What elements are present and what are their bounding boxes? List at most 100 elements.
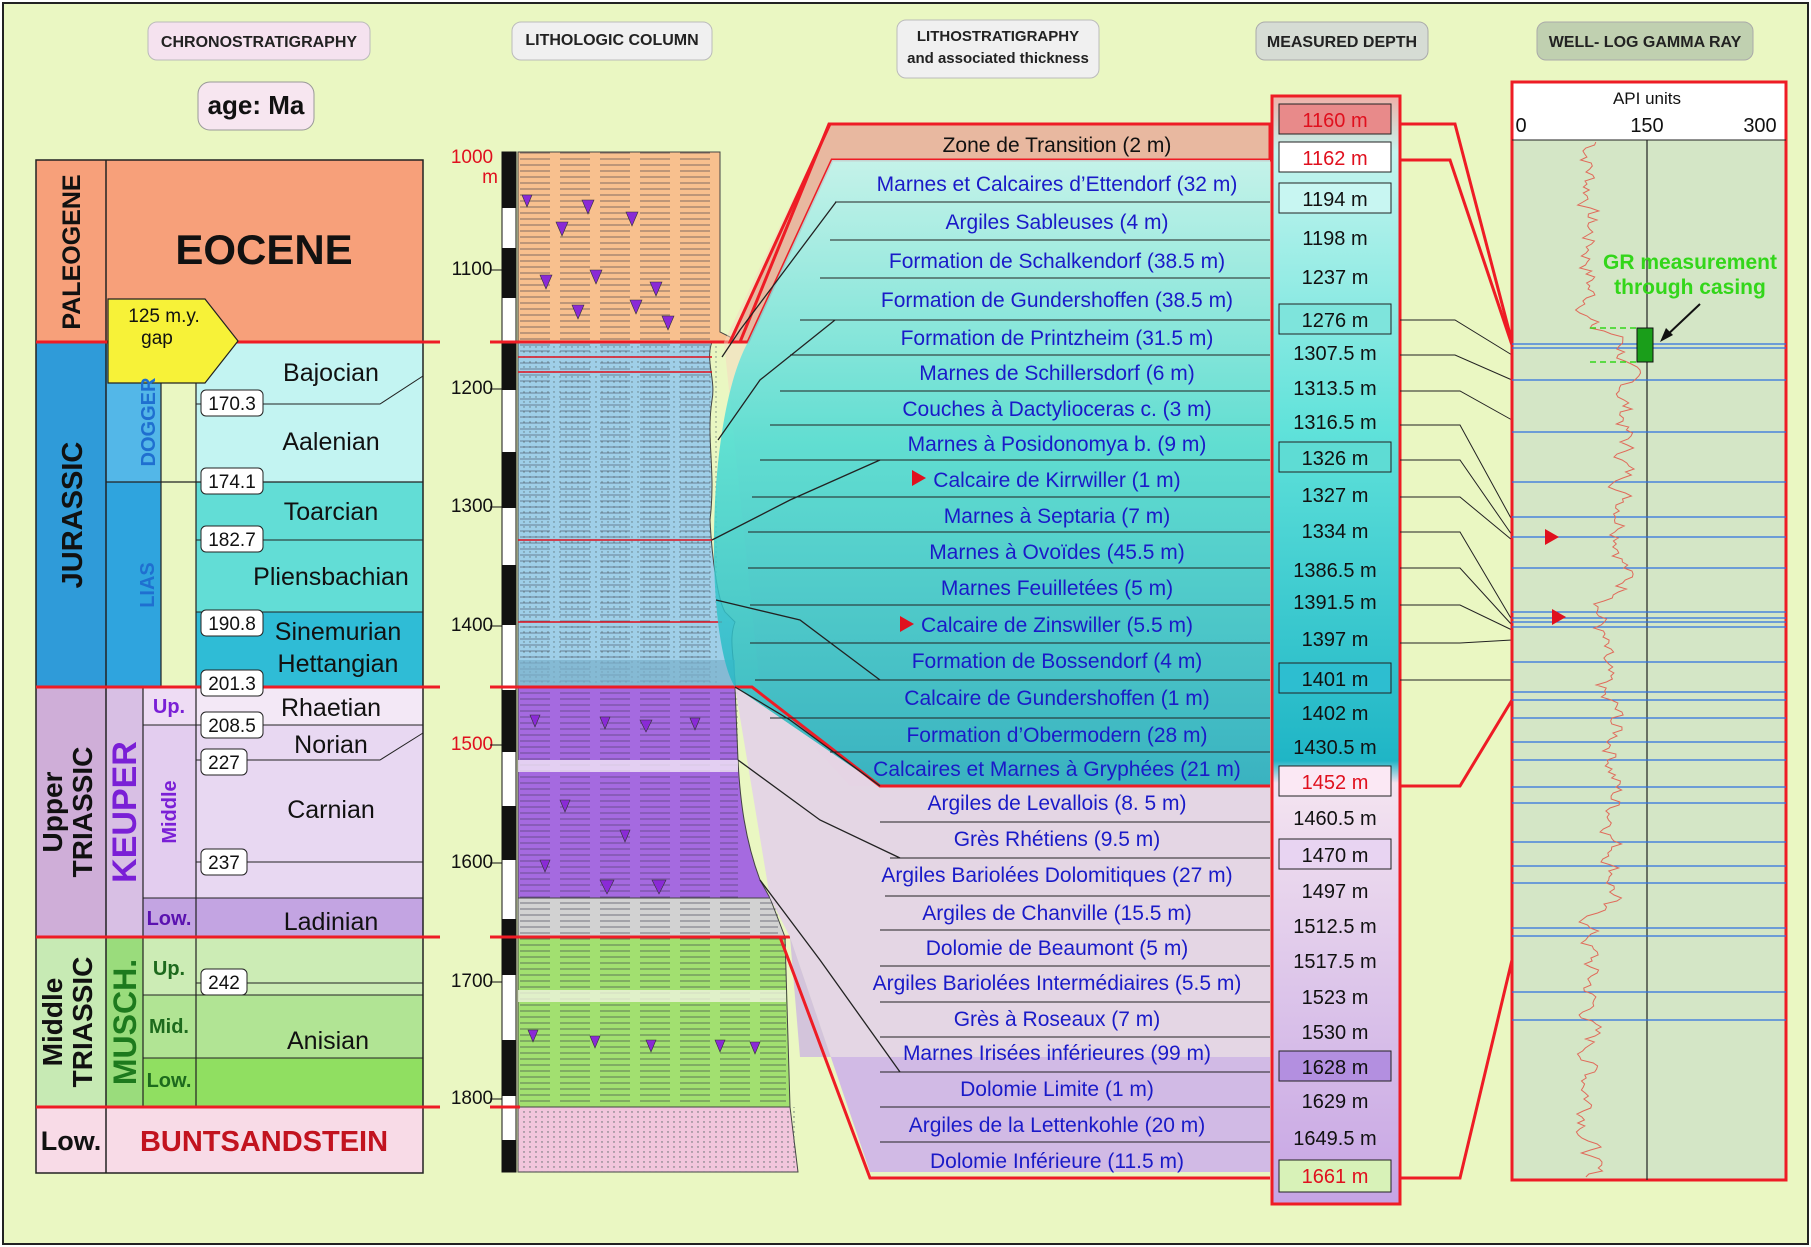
gamma-connectors <box>1400 122 1514 1180</box>
svg-text:208.5: 208.5 <box>208 716 256 737</box>
gamma-ray-header: WELL- LOG GAMMA RAY <box>1536 21 1754 61</box>
gap-label-2: gap <box>141 328 173 349</box>
depth-value: 1517.5 m <box>1293 951 1376 973</box>
annotation-arrow-icon <box>1660 328 1673 342</box>
stage-norian: Norian <box>294 731 368 759</box>
upper-triassic-cell <box>36 687 106 937</box>
depth-value: 1327 m <box>1302 485 1369 507</box>
depth-tick-1000: 1000 <box>451 147 493 168</box>
depth-value: 1629 m <box>1302 1091 1369 1113</box>
age-box-227: 227 <box>200 748 248 776</box>
musch-mid-cell <box>143 995 196 1058</box>
stage-aalenian: Aalenian <box>282 428 379 456</box>
depth-tick-1200: 1200 <box>451 378 493 399</box>
depth-value: 1334 m <box>1302 521 1369 543</box>
formation-label: Couches à Dactylioceras c. (3 m) <box>902 398 1211 421</box>
formation-label: Dolomie de Beaumont (5 m) <box>926 937 1189 960</box>
chronostratigraphy-column: 125 m.y. gap PALEOGENE JURASSIC Upper TR… <box>35 159 440 1174</box>
system-low: Low. <box>41 1126 102 1156</box>
gamma-marker-zinswiller-icon <box>1552 609 1566 625</box>
formation-label: Formation de Printzheim (31.5 m) <box>901 327 1214 350</box>
depth-value: 1460.5 m <box>1293 808 1376 830</box>
svg-text:CHRONOSTRATIGRAPHY: CHRONOSTRATIGRAPHY <box>161 34 357 51</box>
depth-value: 1237 m <box>1302 267 1369 289</box>
age-box-190-8: 190.8 <box>200 609 264 637</box>
musch-up-cell <box>143 937 196 995</box>
depth-value: 1661 m <box>1302 1166 1369 1188</box>
series-eocene: EOCENE <box>175 226 352 273</box>
depth-tick-1800: 1800 <box>451 1088 493 1109</box>
svg-text:WELL- LOG GAMMA RAY: WELL- LOG GAMMA RAY <box>1549 34 1742 51</box>
paleogene-cell <box>36 160 106 342</box>
measured-depth-header: MEASURED DEPTH <box>1255 21 1429 61</box>
age-box-182-7: 182.7 <box>200 525 264 553</box>
system-paleogene: PALEOGENE <box>58 174 86 329</box>
subseries-up: Up. <box>153 696 185 718</box>
formation-label: Grès à Roseaux (7 m) <box>954 1008 1161 1031</box>
series-keuper: KEUPER <box>106 741 144 883</box>
lithostratigraphy-header: LITHOSTRATIGRAPHY and associated thickne… <box>896 19 1100 79</box>
subseries-musch-low: Low. <box>147 1070 192 1092</box>
age-label: age: Ma <box>197 81 315 131</box>
depth-tick-1100: 1100 <box>452 259 493 280</box>
formation-label: Marnes Irisées inférieures (99 m) <box>903 1042 1211 1065</box>
chrono-header: CHRONOSTRATIGRAPHY <box>147 21 371 61</box>
series-buntsandstein: BUNTSANDSTEIN <box>140 1126 388 1158</box>
formation-label: Formation de Bossendorf (4 m) <box>912 650 1203 673</box>
depth-value: 1470 m <box>1302 845 1369 867</box>
gamma-tick-0: 0 <box>1515 115 1526 137</box>
keuper-up-cell <box>143 687 196 725</box>
svg-text:and associated thickness: and associated thickness <box>907 50 1089 67</box>
formation-label: Formation d’Obermodern (28 m) <box>906 724 1207 747</box>
formation-label: Zone de Transition (2 m) <box>943 134 1172 157</box>
depth-value: 1530 m <box>1302 1022 1369 1044</box>
formation-label: Marnes et Calcaires d’Ettendorf (32 m) <box>877 173 1238 196</box>
musch-cell <box>106 937 143 1107</box>
formation-label: Calcaire de Kirrwiller (1 m) <box>933 469 1180 492</box>
gamma-ray-panel: API units 0 150 300 GR measurement throu… <box>1510 80 1788 1182</box>
measured-depth-column: 1160 m 1162 m 1194 m 1198 m 1237 m 1276 … <box>1270 94 1402 1206</box>
gr-annotation-line1: GR measurement <box>1603 251 1777 274</box>
jurassic-cell <box>36 342 106 687</box>
formation-label: Argiles Sableuses (4 m) <box>946 211 1169 234</box>
system-middle: Middle <box>37 978 68 1067</box>
depth-value: 1397 m <box>1302 629 1369 651</box>
formation-label: Calcaires et Marnes à Gryphées (21 m) <box>873 758 1241 781</box>
formation-label: Argiles de Chanville (15.5 m) <box>922 902 1192 925</box>
system-triassic-upper: TRIASSIC <box>67 747 98 878</box>
depth-value: 1276 m <box>1302 310 1369 332</box>
depth-value: 1194 m <box>1302 189 1367 211</box>
depth-scale: 1000 m 1100 1200 1300 1400 1500 1600 170… <box>451 147 517 1173</box>
system-jurassic: JURASSIC <box>57 442 89 589</box>
stage-toarcian: Toarcian <box>284 498 379 526</box>
gamma-marker-kirrwiller-icon <box>1545 529 1559 545</box>
gr-annotation-line2: through casing <box>1614 276 1766 299</box>
svg-text:237: 237 <box>208 853 240 874</box>
stage-sinemurian: Sinemurian <box>275 618 401 646</box>
subseries-middle: Middle <box>159 780 181 843</box>
gamma-tick-300: 300 <box>1743 115 1776 137</box>
svg-text:242: 242 <box>208 973 240 994</box>
depth-value: 1313.5 m <box>1293 378 1376 400</box>
depth-value: 1497 m <box>1302 881 1369 903</box>
age-box-170-3: 170.3 <box>200 389 264 417</box>
age-box-201-3: 201.3 <box>200 669 264 697</box>
depth-value: 1430.5 m <box>1293 737 1376 759</box>
buntsandstein-cell <box>106 1107 423 1173</box>
subseries-musch-mid: Mid. <box>149 1016 189 1038</box>
depth-value: 1386.5 m <box>1293 560 1376 582</box>
svg-text:174.1: 174.1 <box>208 472 256 493</box>
stage-rhaetian: Rhaetian <box>281 694 381 722</box>
keuper-middle-cell <box>143 725 196 898</box>
age-box-242: 242 <box>200 968 248 996</box>
musch-low-cell <box>143 1058 196 1107</box>
depth-value: 1160 m <box>1302 110 1367 132</box>
stage-carnian: Carnian <box>287 796 375 824</box>
formation-label: Dolomie Inférieure (11.5 m) <box>930 1150 1184 1173</box>
formation-label: Marnes à Ovoïdes (45.5 m) <box>929 541 1185 564</box>
depth-tick-1700: 1700 <box>451 971 493 992</box>
age-box-237: 237 <box>200 848 248 876</box>
subseries-low: Low. <box>147 908 192 930</box>
svg-text:MEASURED DEPTH: MEASURED DEPTH <box>1267 34 1417 51</box>
formation-label: Marnes à Septaria (7 m) <box>944 505 1170 528</box>
